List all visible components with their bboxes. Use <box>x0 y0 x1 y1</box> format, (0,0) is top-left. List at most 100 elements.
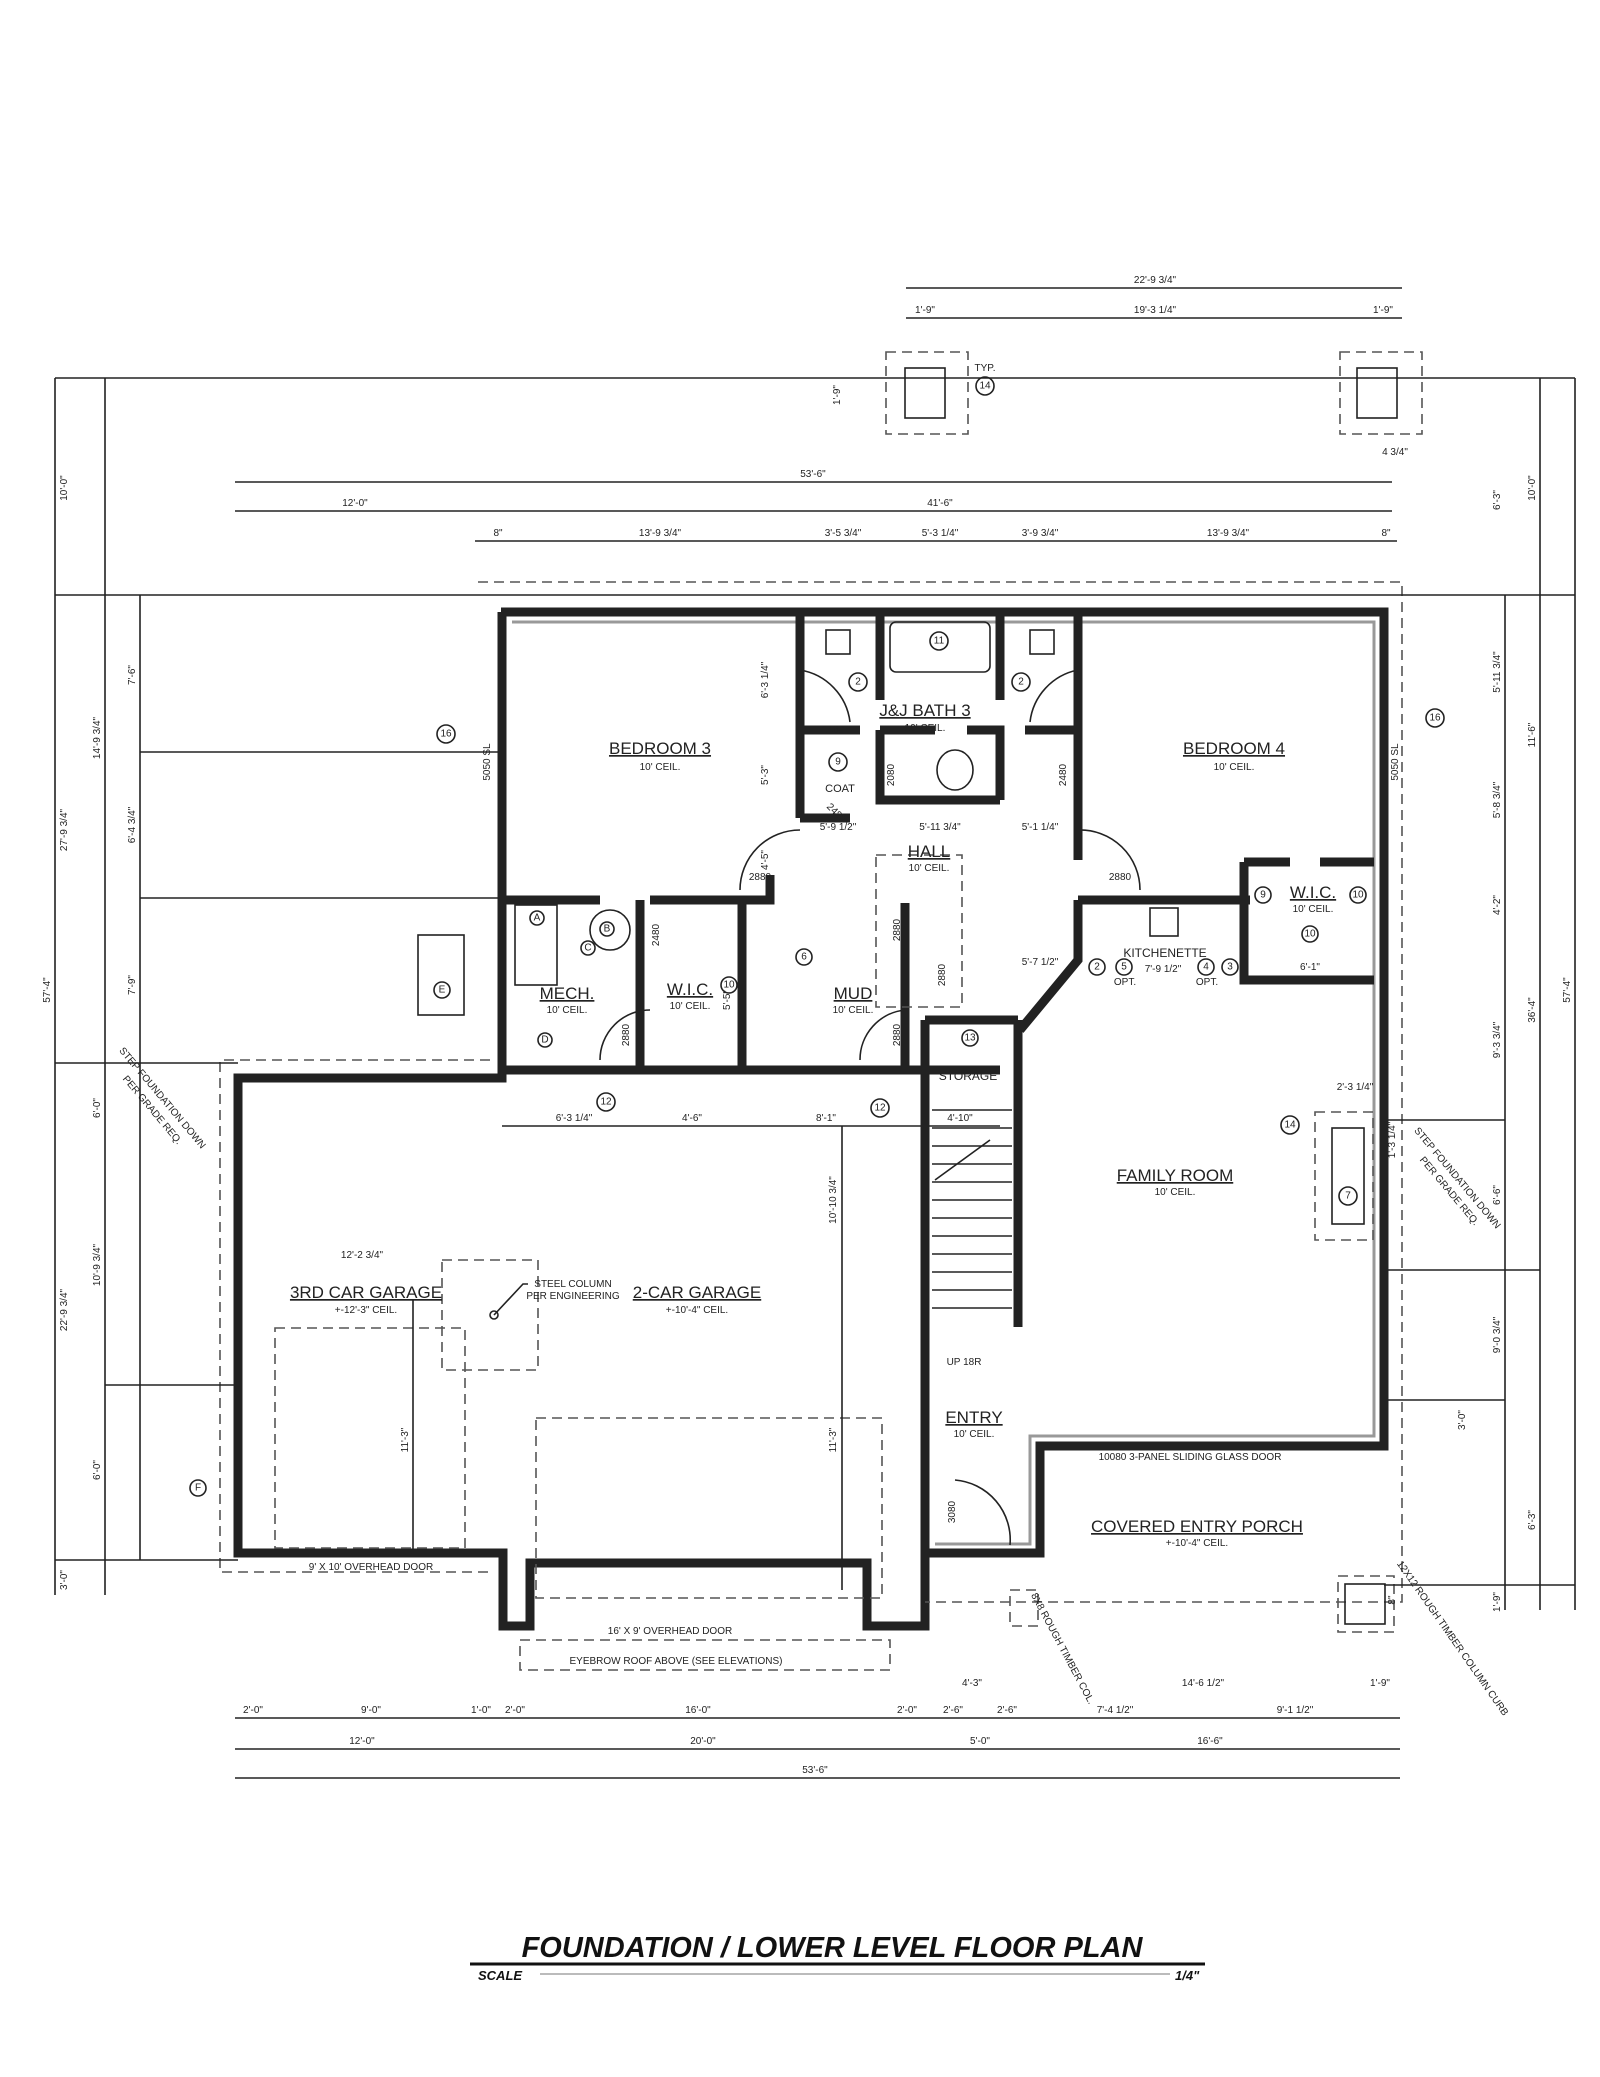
door-size: 5050 SL <box>482 743 493 781</box>
room-mud: MUD <box>834 984 873 1003</box>
dim: 4'-2" <box>1492 895 1503 915</box>
door-size: 2880 <box>892 918 903 941</box>
door-size: 2880 <box>621 1023 632 1046</box>
dim: 6'-3" <box>1527 1510 1538 1530</box>
bottom-dimensions: 2'-0" 9'-0" 1'-0" 2'-0" 16'-0" 2'-0" 2'-… <box>243 1705 1314 1776</box>
dim: 1'-9" <box>1492 1592 1503 1612</box>
svg-text:D: D <box>541 1035 548 1046</box>
svg-text:12: 12 <box>600 1097 612 1108</box>
room-3rd-car-garage: 3RD CAR GARAGE <box>290 1283 442 1302</box>
toilet <box>936 749 974 791</box>
keynote-tag: 14 <box>1280 1115 1300 1135</box>
svg-text:E: E <box>439 985 446 996</box>
door-size: 2480 <box>651 923 662 946</box>
room-entry: ENTRY <box>945 1408 1002 1427</box>
ceiling-note: 10' CEIL. <box>909 863 950 874</box>
keynote-tag: F <box>189 1479 207 1497</box>
dim: 5'-5" <box>722 990 733 1010</box>
keynote-tag: 7 <box>1338 1186 1358 1206</box>
furnace <box>589 909 631 951</box>
dimension-lines <box>54 287 1576 1779</box>
room-wic-left: W.I.C. <box>667 980 713 999</box>
fireplace <box>1331 1127 1365 1225</box>
dim: 13'-9 3/4" <box>1207 528 1250 539</box>
left-dimensions: 57'-4" 10'-0" 27'-9 3/4" 22'-9 3/4" 3'-0… <box>42 475 138 1590</box>
ceiling-note: +-10'-4" CEIL. <box>666 1305 728 1316</box>
svg-text:F: F <box>195 1483 201 1494</box>
dim: 53'-6" <box>800 469 826 480</box>
ceiling-note: 10' CEIL. <box>640 762 681 773</box>
keynote-tag: 5 <box>1115 958 1133 976</box>
ceiling-note: +-12'-3" CEIL. <box>335 1305 397 1316</box>
dim: 12'-0" <box>349 1736 375 1747</box>
dim: 12'-2 3/4" <box>341 1250 384 1261</box>
dim: 2'-0" <box>243 1705 263 1716</box>
svg-text:12: 12 <box>874 1103 886 1114</box>
room-covered-entry-porch: COVERED ENTRY PORCH <box>1091 1517 1303 1536</box>
dim: 1'-9" <box>1370 1678 1390 1689</box>
keynote-tag: 6 <box>795 948 813 966</box>
dim: 6'-0" <box>92 1460 103 1480</box>
room-bedroom-4: BEDROOM 4 <box>1183 739 1285 758</box>
dim: 9'-1 1/2" <box>1277 1705 1314 1716</box>
sliding-door-note: 10080 3-PANEL SLIDING GLASS DOOR <box>1099 1452 1282 1463</box>
room-family: FAMILY ROOM <box>1117 1166 1234 1185</box>
keynote-tag: D <box>537 1032 553 1048</box>
drawing-title: FOUNDATION / LOWER LEVEL FLOOR PLAN <box>522 1932 1144 1964</box>
dim: 8'-1" <box>816 1113 836 1124</box>
dim: 57'-4" <box>1562 977 1573 1003</box>
right-dimensions: 57'-4" 10'-0" 36'-4" 6'-3" 5'-11 3/4" 11… <box>1457 475 1573 1612</box>
fixtures <box>274 621 1374 1599</box>
dim: 36'-4" <box>1527 997 1538 1023</box>
dim: 9'-0 3/4" <box>1492 1316 1503 1353</box>
keynote-tag: 9 <box>1254 886 1272 904</box>
steel-column-note: STEEL COLUMN <box>534 1279 611 1290</box>
dim: 6'-6" <box>1492 1185 1503 1205</box>
dim: 8" <box>1381 528 1391 539</box>
keynote-tag: E <box>433 981 451 999</box>
keynote-tag: 10 <box>1349 886 1367 904</box>
keynote-tag: 2 <box>1011 672 1031 692</box>
eyebrow-roof-note: EYEBROW ROOF ABOVE (SEE ELEVATIONS) <box>569 1656 782 1667</box>
dim: 4'-3" <box>962 1678 982 1689</box>
dim: 6'-3 1/4" <box>760 661 771 698</box>
dim: 11'-3" <box>400 1427 411 1452</box>
ceiling-note: 10' CEIL. <box>1293 904 1334 915</box>
dim: 14'-9 3/4" <box>92 716 103 759</box>
keynote-tag: 13 <box>961 1029 979 1047</box>
door-labels: 2480 2480 2080 2480 2480 2880 2880 2480 … <box>482 725 1401 1523</box>
keynote-tag: 12 <box>870 1098 890 1118</box>
exterior-walls <box>233 607 1389 1631</box>
top-dimensions: 22'-9 3/4" 1'-9" 19'-3 1/4" 1'-9" 53'-6"… <box>342 275 1408 539</box>
room-2-car-garage: 2-CAR GARAGE <box>633 1283 761 1302</box>
keynote-tag: 11 <box>929 631 949 651</box>
svg-text:2: 2 <box>855 677 861 688</box>
svg-text:2: 2 <box>1094 962 1100 973</box>
door-size: 3080 <box>947 1500 958 1523</box>
dim: 27'-9 3/4" <box>59 808 70 851</box>
keynote-tag: A <box>529 910 545 926</box>
dim: 22'-9 3/4" <box>59 1288 70 1331</box>
room-jj-bath-3: J&J BATH 3 <box>879 701 970 720</box>
svg-text:11: 11 <box>934 636 945 647</box>
keynote-tag: 10 <box>720 976 738 994</box>
interior-walls <box>502 612 1374 1553</box>
dim: 5'-8 3/4" <box>1492 781 1503 818</box>
water-heater <box>514 904 558 986</box>
door-size: 2880 <box>937 963 948 986</box>
dim: 5'-1 1/4" <box>1022 822 1059 833</box>
door-swings <box>599 669 1141 1546</box>
dim: 5'-3" <box>760 765 771 785</box>
dim: 4 3/4" <box>1382 447 1408 458</box>
dim: 11'-6" <box>1527 722 1538 747</box>
door-size: 2480 <box>822 725 845 736</box>
interior-dimensions: 6'-3 1/4" 5'-3" 5'-9 1/2" 5'-11 3/4" 5'-… <box>341 661 1398 1689</box>
ceiling-note: 10' CEIL. <box>1155 1187 1196 1198</box>
dim: 4'-6" <box>682 1113 702 1124</box>
door-size: 2480 <box>1058 763 1069 786</box>
step-foundation-note: STEP FOUNDATION DOWN <box>1411 1126 1502 1232</box>
timber-column-note: 8X8 ROUGH TIMBER COL. <box>1028 1591 1096 1706</box>
step-foundation-note: STEP FOUNDATION DOWN <box>116 1046 207 1152</box>
kitchenette-dim: 7'-9 1/2" <box>1145 964 1182 975</box>
keynote-tag: 16 <box>1425 708 1445 728</box>
